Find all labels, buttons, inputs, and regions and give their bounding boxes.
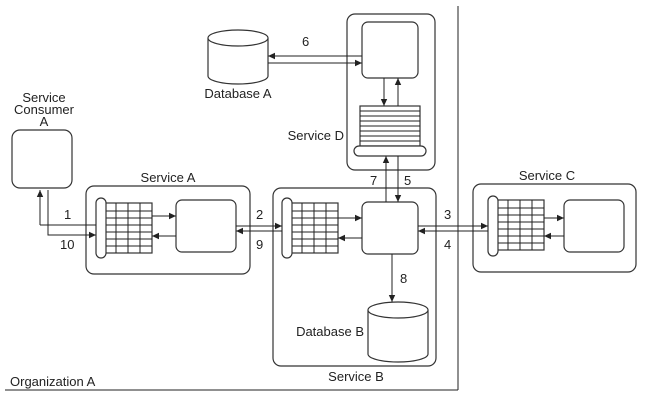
database-b-label: Database B xyxy=(296,324,364,339)
service-d-cylinder-connector xyxy=(353,145,427,157)
service-a-core xyxy=(175,199,237,253)
step-6: 6 xyxy=(302,34,309,49)
arrows xyxy=(36,52,564,302)
service-a-cylinder-connector xyxy=(95,197,107,259)
arrow-10 xyxy=(47,190,96,239)
service-c: Service C xyxy=(472,168,637,273)
organization-label: Organization A xyxy=(10,374,96,389)
database-b: Database B xyxy=(296,301,429,363)
service-consumer-a: Service Consumer A xyxy=(11,90,75,189)
service-d-label: Service D xyxy=(288,128,344,143)
service-b-cylinder-connector xyxy=(281,197,293,259)
service-c-core xyxy=(563,199,625,253)
service-consumer-box xyxy=(11,129,73,189)
database-a-cylinder xyxy=(207,38,269,85)
database-b-cylinder xyxy=(367,310,429,363)
service-consumer-label-line3: A xyxy=(40,114,49,129)
step-10: 10 xyxy=(60,237,74,252)
service-c-cylinder-connector xyxy=(487,195,499,257)
step-numbers: 1 2 3 4 5 6 7 8 9 10 xyxy=(60,34,451,286)
step-8: 8 xyxy=(400,271,407,286)
step-4: 4 xyxy=(444,237,451,252)
service-consumer-label-line2: Consumer xyxy=(14,102,75,117)
service-a-label: Service A xyxy=(141,170,196,185)
service-d-core xyxy=(361,21,419,79)
service-a: Service A xyxy=(85,170,251,275)
database-a-label: Database A xyxy=(204,86,272,101)
step-5: 5 xyxy=(404,173,411,188)
service-b-core xyxy=(361,201,419,255)
service-c-label: Service C xyxy=(519,168,575,183)
step-9: 9 xyxy=(256,237,263,252)
service-b-label: Service B xyxy=(328,369,384,384)
step-1: 1 xyxy=(64,207,71,222)
step-7: 7 xyxy=(370,173,377,188)
service-consumer-label-line1: Service xyxy=(22,90,65,105)
step-3: 3 xyxy=(444,207,451,222)
service-d: Service D xyxy=(288,13,436,171)
step-2: 2 xyxy=(256,207,263,222)
database-a: Database A xyxy=(204,29,272,101)
